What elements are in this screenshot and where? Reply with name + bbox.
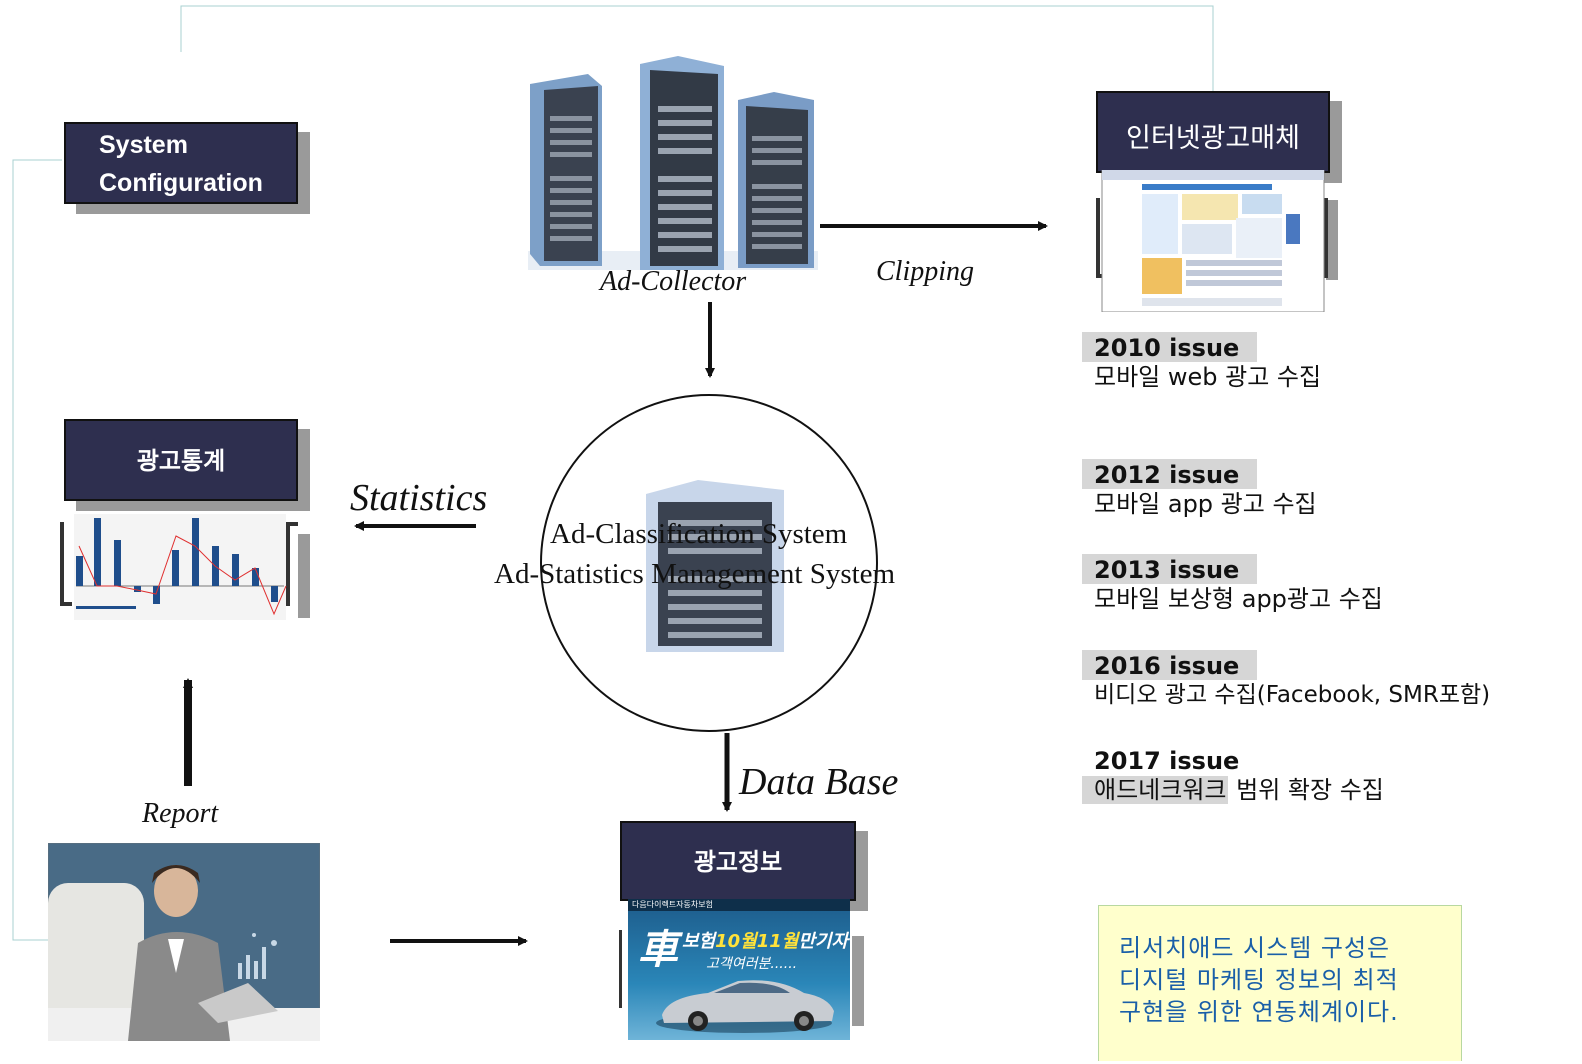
ad-banner-kanji: 車 bbox=[638, 926, 678, 973]
ad-banner-line1: 보험10월11월만기자 bbox=[682, 927, 848, 953]
clipping-label: Clipping bbox=[876, 256, 975, 287]
issue-year: 2016 issue bbox=[1082, 650, 1258, 680]
issue-desc: 모바일 app 광고 수집 bbox=[1094, 490, 1317, 518]
ad-banner-line1-c: 만기자 bbox=[798, 931, 849, 952]
summary-note-text: 리서치애드 시스템 구성은 디지털 마케팅 정보의 최적 구현을 위한 연동체계… bbox=[1119, 934, 1399, 1026]
feedback-line-left bbox=[12, 159, 62, 941]
statistics-label: Statistics bbox=[350, 477, 488, 519]
ad-banner-header: 다음다이렉트자동차보험 bbox=[628, 899, 850, 911]
ad-statistics-label: 광고통계 bbox=[136, 447, 226, 475]
ad-info-label: 광고정보 bbox=[693, 848, 783, 876]
issue-2016: 2016 issue 비디오 광고 수집(Facebook, SMR포함) bbox=[1082, 650, 1552, 710]
classification-line2: Ad-Statistics Management System bbox=[494, 558, 896, 590]
issue-year: 2012 issue bbox=[1082, 459, 1258, 489]
issue-year: 2010 issue bbox=[1082, 332, 1258, 362]
ad-info-box: 광고정보 bbox=[620, 821, 856, 901]
ad-banner-line2: 고객여러분...... bbox=[706, 956, 798, 972]
issue-desc-highlight: 애드네크워크 bbox=[1082, 776, 1229, 804]
internet-ad-media-box: 인터넷광고매체 bbox=[1096, 91, 1330, 173]
ad-banner-line1-b: 10월11월 bbox=[715, 931, 799, 952]
report-label: Report bbox=[142, 798, 219, 829]
issue-year: 2013 issue bbox=[1082, 554, 1258, 584]
issue-desc: 비디오 광고 수집(Facebook, SMR포함) bbox=[1094, 682, 1491, 708]
feedback-line bbox=[180, 5, 1214, 98]
database-label: Data Base bbox=[739, 761, 899, 803]
system-configuration-label: System Configuration bbox=[99, 131, 263, 197]
classification-system-circle bbox=[540, 394, 878, 732]
ad-statistics-box: 광고통계 bbox=[64, 419, 298, 501]
issue-desc-rest: 범위 확장 수집 bbox=[1228, 776, 1384, 804]
car-insurance-ad-banner: 다음다이렉트자동차보험 車 보험10월11월만기자 고객여러분...... bbox=[628, 899, 850, 1040]
issue-2017: 2017 issue 애드네크워크 범위 확장 수집 bbox=[1082, 745, 1552, 805]
ad-banner-line1-a: 보험 bbox=[682, 931, 716, 952]
ad-banner-frame-shadow bbox=[852, 936, 864, 1026]
classification-server-image bbox=[636, 480, 786, 654]
summary-note: 리서치애드 시스템 구성은 디지털 마케팅 정보의 최적 구현을 위한 연동체계… bbox=[1098, 905, 1462, 1061]
issue-2010: 2010 issue 모바일 web 광고 수집 bbox=[1082, 332, 1552, 392]
issue-desc: 모바일 web 광고 수집 bbox=[1094, 363, 1322, 391]
statistics-bar-chart bbox=[60, 506, 310, 622]
ad-collector-label: Ad-Collector bbox=[600, 266, 747, 297]
businessman-photo bbox=[47, 842, 321, 1042]
web-page-screenshot bbox=[1096, 169, 1338, 313]
classification-line1: Ad-Classification System bbox=[550, 518, 848, 550]
server-rack-image bbox=[528, 56, 818, 270]
ad-banner-frame-left bbox=[619, 930, 622, 1008]
issue-desc: 모바일 보상형 app광고 수집 bbox=[1094, 585, 1383, 613]
issue-2013: 2013 issue 모바일 보상형 app광고 수집 bbox=[1082, 554, 1552, 614]
issue-2012: 2012 issue 모바일 app 광고 수집 bbox=[1082, 459, 1552, 519]
issue-year: 2017 issue bbox=[1094, 747, 1240, 775]
car-image bbox=[656, 980, 834, 1033]
internet-ad-media-label: 인터넷광고매체 bbox=[1126, 123, 1300, 154]
system-configuration-box: System Configuration bbox=[64, 122, 298, 204]
issue-desc: 애드네크워크 범위 확장 수집 bbox=[1082, 775, 1552, 805]
